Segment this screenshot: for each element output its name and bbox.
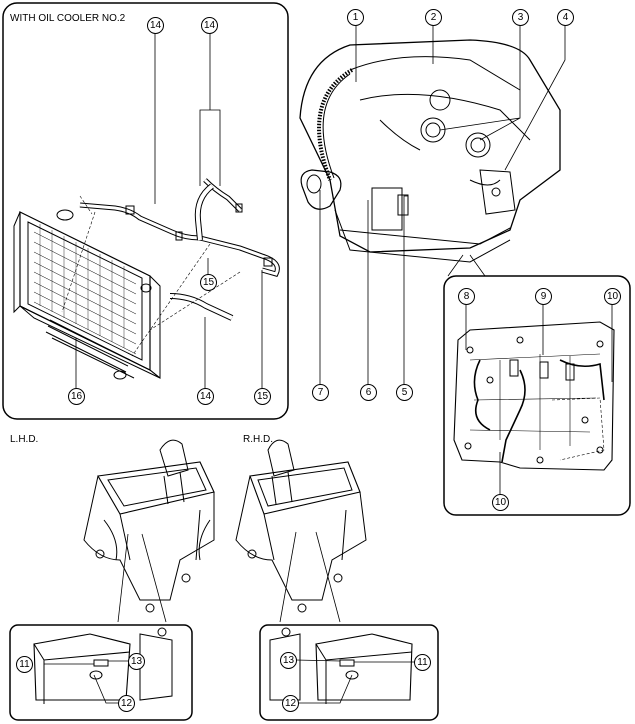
valve-body (453, 321, 615, 471)
lhd-inset-frame (9, 624, 193, 721)
radiator (13, 209, 161, 380)
callout-10-bottom: 10 (492, 494, 509, 511)
callout-11-lhd: 11 (16, 656, 33, 673)
callout-12-rhd: 12 (282, 695, 299, 712)
callout-14-lower: 14 (197, 388, 214, 405)
callout-9: 9 (535, 288, 552, 305)
callout-3: 3 (512, 9, 529, 26)
callout-2: 2 (425, 9, 442, 26)
rhd-inset-frame (259, 624, 439, 721)
callout-6: 6 (360, 384, 377, 401)
transaxle-body (299, 39, 561, 263)
oil-cooler-inset-frame (2, 2, 289, 420)
lhd-shifter (83, 439, 215, 613)
callout-16: 16 (68, 388, 85, 405)
callout-15-lower: 15 (254, 388, 271, 405)
rhd-inset-title: R.H.D. (243, 434, 273, 445)
rhd-switch-detail (269, 627, 413, 704)
lhd-inset-title: L.H.D. (10, 434, 39, 445)
callout-11-rhd: 11 (414, 654, 431, 671)
valve-body-inset-frame (443, 275, 631, 516)
callout-7: 7 (312, 384, 329, 401)
callout-15-upper: 15 (200, 274, 217, 291)
callout-10-top: 10 (604, 288, 621, 305)
lhd-switch-detail (33, 627, 173, 704)
oil-cooler-inset-title: WITH OIL COOLER NO.2 (10, 13, 126, 24)
callout-12-lhd: 12 (118, 695, 135, 712)
callout-13-rhd: 13 (280, 652, 297, 669)
callout-8: 8 (458, 288, 475, 305)
callout-14-hose-right: 14 (201, 17, 218, 34)
callout-4: 4 (557, 9, 574, 26)
callout-13-lhd: 13 (128, 653, 145, 670)
callout-1: 1 (347, 9, 364, 26)
rhd-shifter (235, 439, 367, 613)
callout-5: 5 (396, 384, 413, 401)
callout-14-hose-left: 14 (147, 17, 164, 34)
